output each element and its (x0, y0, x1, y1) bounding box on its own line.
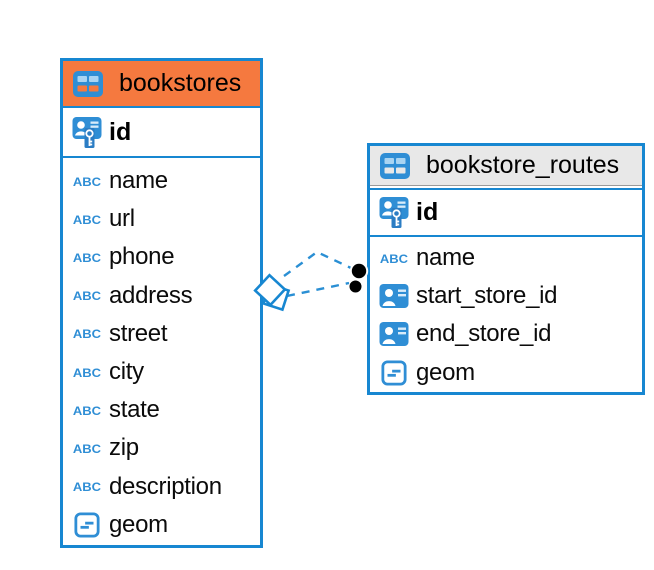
foreign-key-icon (378, 321, 410, 347)
column-name-label: end_store_id (416, 320, 552, 348)
text-type-icon: ABC (72, 212, 102, 227)
table-bookstores-header[interactable]: bookstores (63, 61, 260, 106)
divider (370, 188, 642, 190)
column-row[interactable]: ABC description (63, 468, 260, 506)
primary-key-icon (378, 196, 410, 229)
table-bookstore-routes-header[interactable]: bookstore_routes (370, 146, 642, 186)
column-row[interactable]: geom (370, 354, 642, 392)
geometry-type-icon (378, 360, 410, 386)
column-list: ABC name ABC url ABC phone ABC address A… (63, 158, 260, 545)
column-name-label: street (109, 319, 168, 347)
column-name-label: state (109, 396, 160, 424)
column-row[interactable]: ABC city (63, 353, 260, 391)
column-row[interactable]: ABC state (63, 391, 260, 429)
column-name-label: geom (416, 358, 475, 386)
table-icon (72, 71, 104, 97)
column-name-label: zip (109, 434, 139, 462)
column-name-label: name (416, 244, 475, 272)
column-name-label: id (109, 117, 132, 146)
text-type-icon: ABC (72, 364, 102, 380)
primary-key-icon (71, 116, 103, 149)
column-row-id[interactable]: id (370, 190, 642, 235)
divider (63, 156, 260, 158)
column-list: ABC name start_store_id end_store_id ge (370, 237, 642, 392)
text-type-icon: ABC (72, 250, 102, 265)
column-name-label: geom (109, 510, 168, 538)
text-type-icon: ABC (72, 326, 102, 341)
table-bookstores[interactable]: bookstores id ABC name ABC url ABC phone (60, 58, 263, 548)
relationship-line[interactable] (283, 250, 352, 277)
column-row[interactable]: ABC street (63, 315, 260, 353)
column-name-label: description (109, 472, 222, 500)
divider (370, 235, 642, 237)
text-type-icon: ABC (72, 479, 102, 494)
divider (63, 106, 260, 108)
column-name-label: name (109, 167, 168, 195)
column-row[interactable]: end_store_id (370, 315, 642, 353)
table-name: bookstores (119, 69, 242, 97)
text-type-icon: ABC (72, 173, 102, 189)
column-name-label: address (109, 281, 193, 309)
column-row-id[interactable]: id (63, 108, 260, 156)
column-row[interactable]: ABC address (63, 277, 260, 315)
text-type-icon: ABC (72, 441, 102, 456)
column-row[interactable]: ABC url (63, 200, 260, 238)
circle-end-marker[interactable] (349, 261, 369, 293)
geometry-type-icon (71, 512, 103, 538)
column-name-label: phone (109, 243, 175, 271)
text-type-icon: ABC (72, 403, 102, 418)
column-row[interactable]: start_store_id (370, 277, 642, 315)
text-type-icon: ABC (72, 288, 102, 303)
column-name-label: id (416, 198, 439, 226)
column-name-label: start_store_id (416, 282, 558, 310)
table-icon (379, 153, 411, 179)
table-name: bookstore_routes (426, 151, 620, 179)
column-name-label: city (109, 358, 144, 386)
column-row[interactable]: ABC name (63, 162, 260, 200)
column-row[interactable]: geom (63, 506, 260, 544)
column-row[interactable]: ABC zip (63, 429, 260, 467)
text-type-icon: ABC (379, 250, 409, 266)
relationship-line[interactable] (286, 281, 350, 298)
column-row[interactable]: ABC phone (63, 238, 260, 276)
table-bookstore-routes[interactable]: bookstore_routes id ABC name start_store… (367, 143, 645, 395)
foreign-key-icon (378, 283, 410, 309)
column-row[interactable]: ABC name (370, 239, 642, 277)
column-name-label: url (109, 205, 135, 233)
